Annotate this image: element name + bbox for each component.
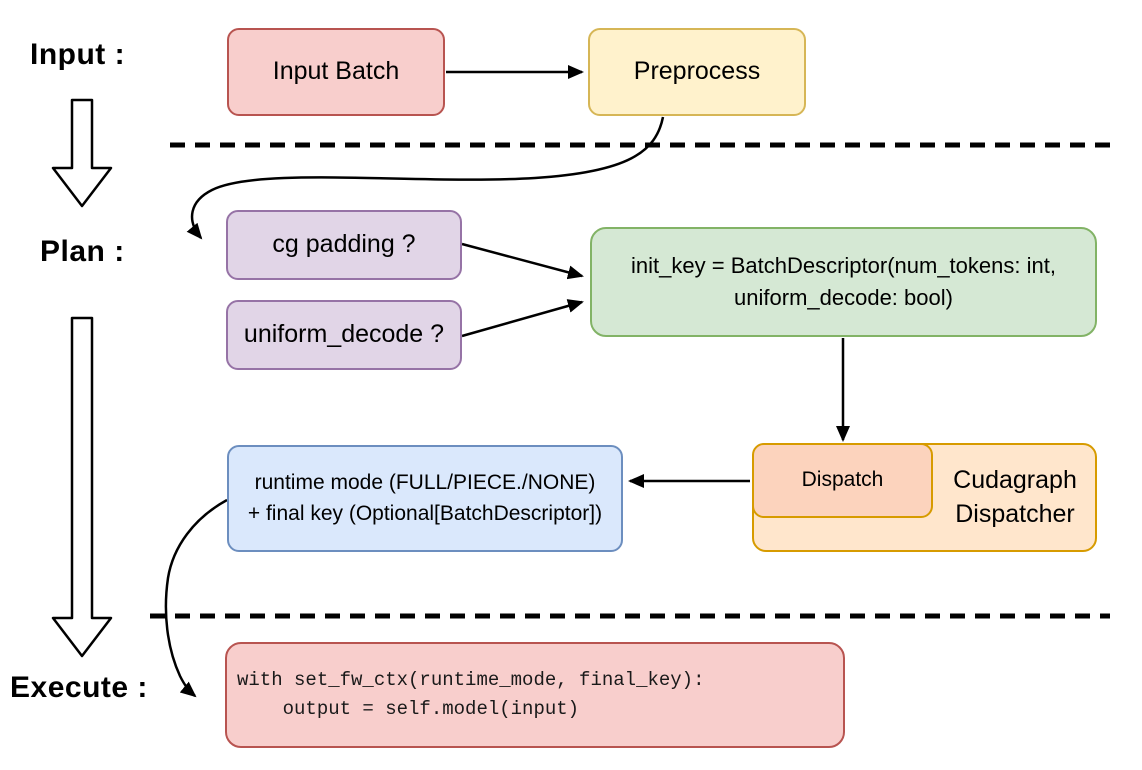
node-execute-code: with set_fw_ctx(runtime_mode, final_key)…: [225, 642, 845, 748]
cudagraph-line1: Cudagraph: [953, 465, 1077, 494]
node-preprocess: Preprocess: [588, 28, 806, 116]
node-preprocess-label: Preprocess: [633, 57, 761, 86]
node-uniform-decode-label: uniform_decode ?: [243, 320, 445, 349]
node-init-key-line1: init_key = BatchDescriptor(num_tokens: i…: [631, 253, 1056, 279]
arrow-runtimemode-to-execute: [164, 498, 228, 698]
cudagraph-line2: Dispatcher: [955, 499, 1075, 528]
node-cg-padding-label: cg padding ?: [272, 230, 416, 259]
node-runtime-mode-line2: + final key (Optional[BatchDescriptor]): [247, 501, 603, 525]
execute-code-line2: output = self.model(input): [237, 698, 580, 720]
node-dispatch-label: Dispatch: [801, 468, 884, 492]
node-input-batch-label: Input Batch: [272, 57, 400, 86]
input-stage-arrow: [51, 98, 113, 208]
arrow-cgpadding-to-initkey: [461, 242, 584, 280]
execute-code-line1: with set_fw_ctx(runtime_mode, final_key)…: [237, 668, 705, 691]
node-runtime-mode-line1: runtime mode (FULL/PIECE./NONE): [254, 471, 596, 495]
node-init-key: init_key = BatchDescriptor(num_tokens: i…: [590, 227, 1097, 337]
plan-stage-arrow: [51, 316, 113, 658]
stage-label-input: Input :: [30, 38, 126, 71]
stage-label-execute: Execute :: [10, 671, 148, 704]
node-input-batch: Input Batch: [227, 28, 445, 116]
arrow-uniformdecode-to-initkey: [461, 299, 584, 338]
stage-label-plan: Plan :: [40, 235, 125, 268]
node-cg-padding: cg padding ?: [226, 210, 462, 280]
node-init-key-line2: uniform_decode: bool): [734, 285, 953, 310]
node-runtime-mode: runtime mode (FULL/PIECE./NONE) + final …: [227, 445, 623, 552]
node-uniform-decode: uniform_decode ?: [226, 300, 462, 370]
node-dispatch: Dispatch: [752, 443, 933, 518]
node-cudagraph-dispatcher-label: Cudagraph Dispatcher: [933, 443, 1097, 552]
